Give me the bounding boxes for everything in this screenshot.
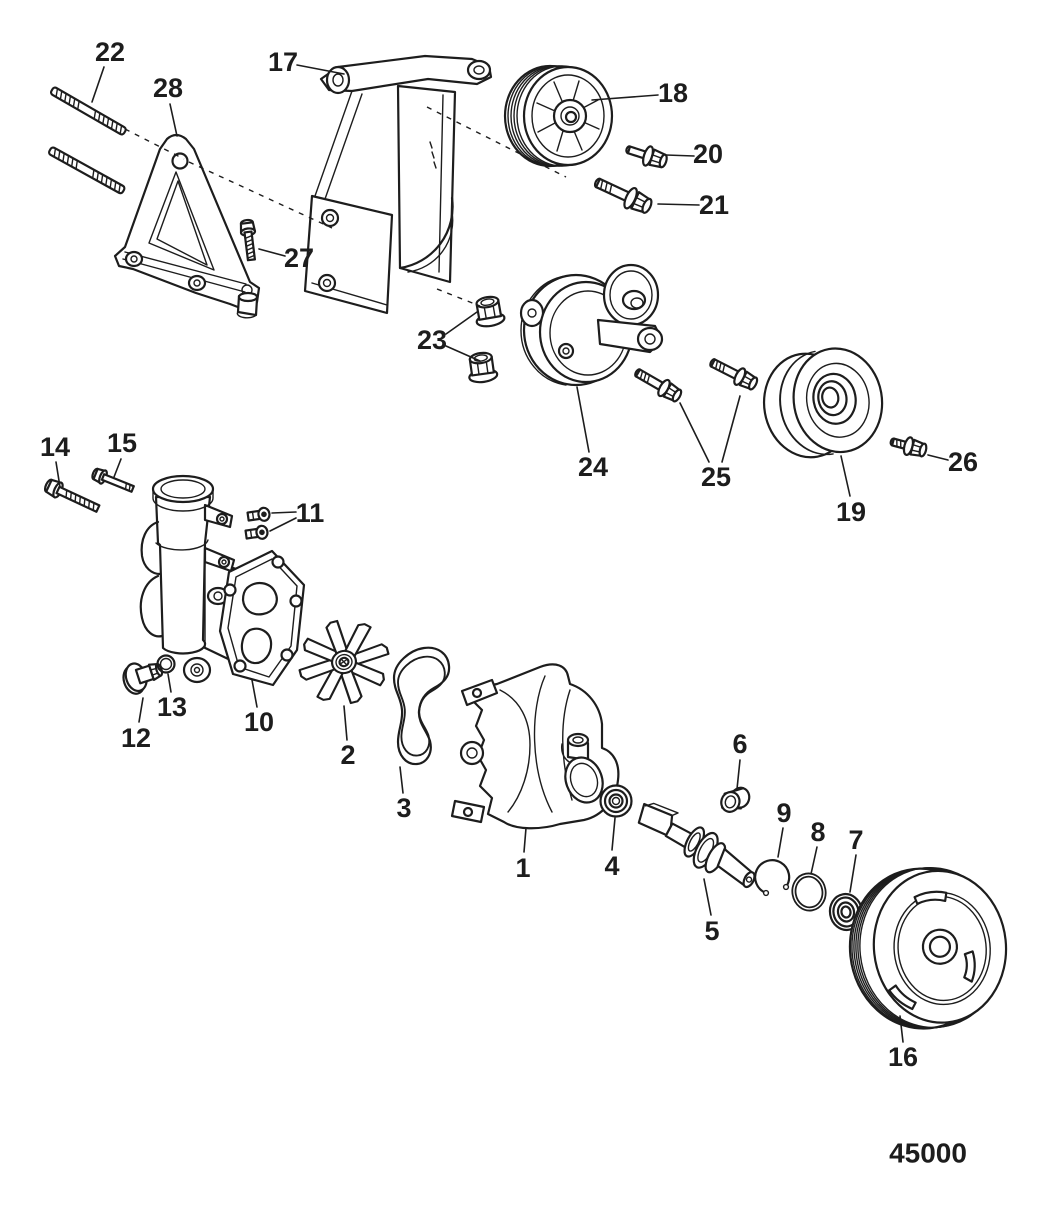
callout-13: 13 (157, 692, 187, 722)
assembly-dashed-line (124, 128, 185, 160)
callout-27: 27 (284, 243, 314, 273)
callout-21: 21 (699, 190, 729, 220)
callout-leader-line (296, 64, 345, 75)
part-idler-pulley (762, 347, 884, 459)
callout-leader-line (591, 94, 659, 101)
callout-26: 26 (948, 447, 978, 477)
callout-leader-line (899, 1015, 904, 1043)
part-drive-pulley (848, 866, 1008, 1030)
part-lock-nut-pair (468, 295, 506, 384)
assembly-dashed-line (436, 288, 481, 307)
callout-leader-line (271, 511, 297, 514)
callout-leader-line (138, 697, 144, 723)
callout-leader-line (91, 66, 105, 103)
callout-24: 24 (578, 452, 608, 482)
part-support-bracket (113, 133, 261, 319)
part-sealing-ring (791, 872, 827, 912)
callout-leader-line (840, 455, 851, 497)
callout-9: 9 (776, 798, 791, 828)
callout-8: 8 (810, 817, 825, 847)
callout-leader-line (721, 395, 741, 463)
part-slinger-seal (828, 892, 864, 932)
callout-leader-line (113, 458, 122, 478)
part-pump-housing (450, 663, 620, 830)
assembly-dashed-line (188, 161, 333, 229)
part-shaft-seal (599, 784, 633, 818)
part-drain-plug (122, 662, 164, 695)
callout-1: 1 (515, 853, 530, 883)
callout-leader-line (810, 846, 818, 875)
callout-28: 28 (153, 73, 183, 103)
callout-16: 16 (888, 1042, 918, 1072)
part-bolt-small (239, 218, 257, 262)
callout-leader-line (258, 248, 286, 257)
callout-leader-line (167, 673, 172, 693)
callout-10: 10 (244, 707, 274, 737)
callout-25: 25 (701, 462, 731, 492)
callout-17: 17 (268, 47, 298, 77)
callout-leader-line (445, 311, 478, 335)
callout-leader-line (611, 817, 616, 851)
callout-3: 3 (396, 793, 411, 823)
part-main-bracket (303, 54, 493, 315)
part-fitting-screw-pair (244, 506, 271, 540)
callout-11: 11 (296, 498, 325, 528)
callout-leader-line (343, 705, 348, 741)
callout-leader-line (736, 759, 741, 790)
part-gasket (392, 646, 451, 766)
callout-5: 5 (704, 916, 719, 946)
part-snap-ring (754, 859, 791, 897)
assembly-dashed-line (426, 106, 567, 178)
callout-22: 22 (95, 37, 125, 67)
callout-18: 18 (658, 78, 688, 108)
part-stud-pair (48, 86, 127, 195)
callout-15: 15 (107, 428, 137, 458)
callout-2: 2 (340, 740, 355, 770)
part-flange-bolt-short (625, 145, 668, 169)
callout-14: 14 (40, 432, 70, 462)
callout-leader-line (703, 878, 712, 916)
part-o-ring-small (156, 654, 176, 674)
callout-leader-line (269, 517, 297, 532)
callout-4: 4 (604, 851, 619, 881)
part-flange-bolt-long (593, 177, 653, 214)
callout-leader-line (55, 461, 61, 488)
callout-leader-line (679, 402, 710, 463)
callout-leader-line (777, 827, 784, 858)
part-bushing (720, 786, 751, 813)
callout-7: 7 (848, 825, 863, 855)
callout-leader-line (251, 679, 258, 708)
callout-12: 12 (121, 723, 151, 753)
part-bolt-short (91, 467, 135, 493)
callout-leader-line (849, 854, 857, 893)
callout-leader-line (169, 103, 178, 137)
callout-leader-line (445, 345, 481, 362)
callout-6: 6 (732, 729, 747, 759)
assembly-axis-lines (124, 106, 567, 307)
callout-leader-line (523, 827, 527, 853)
part-belt-tensioner (519, 263, 664, 387)
callout-leader-line (657, 203, 700, 206)
diagram-code: 45000 (889, 1138, 967, 1169)
callout-leader-line (576, 386, 590, 453)
part-shaft-assembly (637, 802, 756, 889)
part-grooved-pulley (503, 64, 614, 168)
callout-leader-line (927, 454, 949, 461)
part-flange-bolt-pair (634, 358, 759, 403)
part-impeller (298, 619, 390, 705)
callout-leader-line (665, 154, 695, 157)
part-bolt-long (43, 478, 101, 513)
callout-23: 23 (417, 325, 447, 355)
callout-leader-line (399, 766, 404, 794)
part-idler-bolt (889, 436, 928, 458)
part-pump-base-housing (139, 474, 306, 687)
callout-19: 19 (836, 497, 866, 527)
callout-20: 20 (693, 139, 723, 169)
